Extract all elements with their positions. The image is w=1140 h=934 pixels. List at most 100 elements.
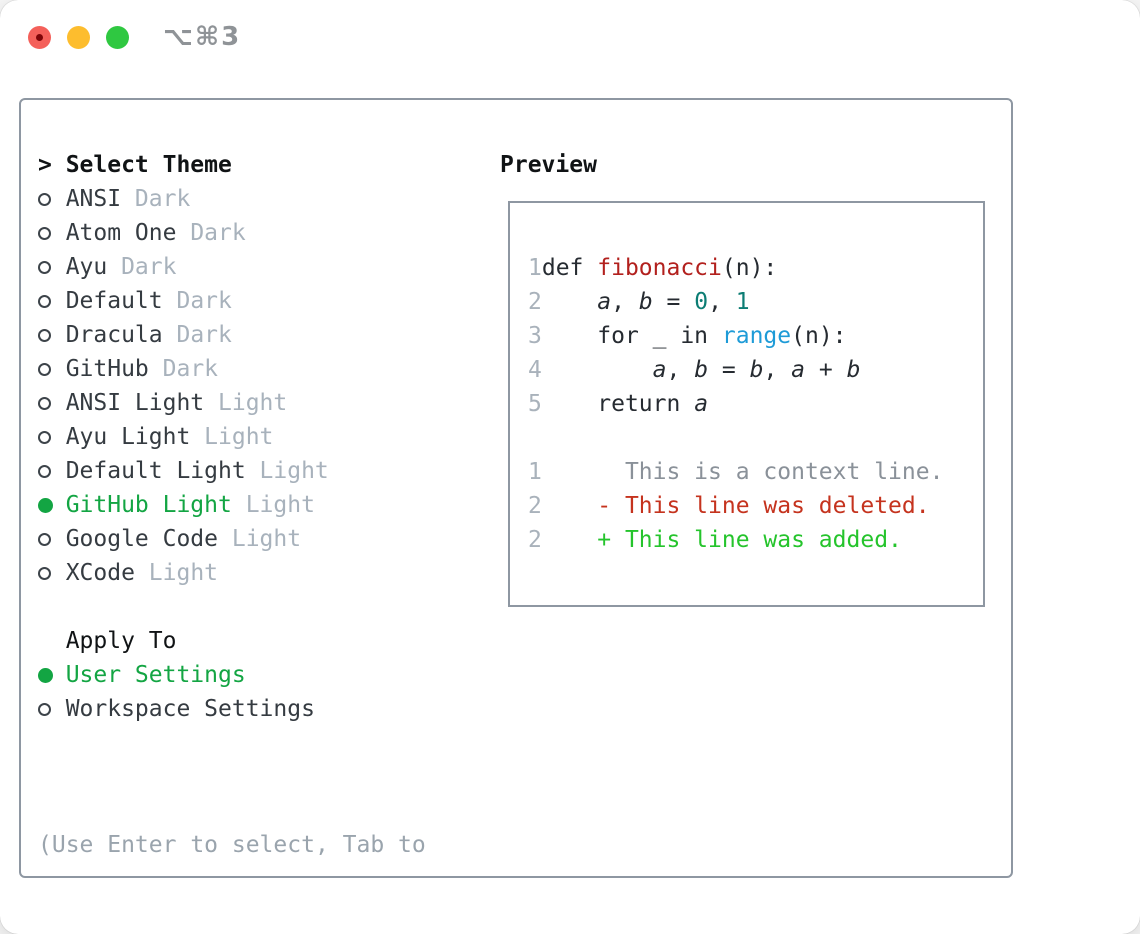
theme-option[interactable]: GitHub Dark [38, 352, 329, 386]
code-line-content: - This line was deleted. [541, 493, 930, 519]
apply-option[interactable]: Workspace Settings [38, 692, 315, 726]
apply-to-options: User Settings Workspace Settings [38, 658, 315, 726]
preview-title: Preview [500, 152, 597, 178]
apply-option[interactable]: User Settings [38, 658, 315, 692]
theme-variant-badge: Light [148, 560, 219, 586]
theme-name: Dracula [65, 322, 163, 348]
code-segment: 0 [694, 289, 709, 315]
zoom-button[interactable] [106, 26, 129, 49]
code-segment: , [666, 357, 695, 383]
preview-box: 1def fibonacci(n): 2 a, b = 0, 1 3 for _… [508, 201, 985, 607]
code-segment: return [541, 391, 695, 417]
theme-variant-badge: Dark [162, 356, 219, 382]
code-line-content: return a [542, 391, 708, 417]
theme-variant-badge: Dark [176, 322, 232, 348]
radio-icon [38, 260, 66, 274]
code-segment: range [721, 323, 792, 349]
code-segment: for _ in [541, 323, 722, 349]
line-number: 1 [528, 255, 542, 281]
theme-option[interactable]: GitHub Light Light [38, 488, 329, 522]
theme-list: ANSI Dark Atom One Dark Ayu Dark Default… [38, 182, 329, 590]
code-line: 2 a, b = 0, 1 [528, 285, 943, 319]
theme-variant-badge: Light [259, 458, 329, 484]
code-line-content: def fibonacci(n): [542, 255, 777, 281]
code-segment: a [791, 357, 806, 383]
theme-variant-badge: Dark [190, 220, 246, 246]
apply-to-header: Apply To [65, 628, 177, 654]
apply-to-section: Apply To User Settings Workspace Setting… [38, 624, 315, 726]
radio-icon [38, 464, 66, 478]
radio-icon [38, 192, 66, 206]
hint-line-2: change focus) [38, 930, 426, 934]
code-line: 1def fibonacci(n): [528, 251, 943, 285]
code-segment: b [638, 289, 653, 315]
code-line: 2 - This line was deleted. [528, 489, 943, 523]
theme-name: GitHub Light [65, 492, 232, 518]
code-segment: + This line was added. [541, 527, 902, 553]
line-number: 3 [528, 323, 542, 349]
theme-option[interactable]: Default Dark [38, 284, 329, 318]
code-line [528, 421, 943, 455]
line-number: 2 [528, 527, 542, 553]
code-line: 2 + This line was added. [528, 523, 943, 557]
code-line: 3 for _ in range(n): [528, 319, 943, 353]
radio-icon [38, 294, 66, 308]
code-line-content: This is a context line. [542, 459, 944, 485]
line-number: 2 [528, 289, 542, 315]
theme-variant-badge: Light [218, 390, 288, 416]
radio-icon [38, 702, 66, 716]
prompt-arrow-icon: > [38, 152, 52, 178]
code-segment: , [708, 289, 736, 315]
theme-name: ANSI Light [65, 390, 205, 416]
code-segment: b [846, 357, 861, 383]
theme-variant-badge: Light [204, 424, 274, 450]
theme-option[interactable]: ANSI Light Light [38, 386, 329, 420]
theme-name: Default [65, 288, 163, 314]
hint-line-1: (Use Enter to select, Tab to [38, 832, 426, 858]
radio-icon [38, 667, 66, 683]
code-segment: fibonacci [597, 255, 722, 281]
select-theme-header: >Select Theme [38, 148, 232, 182]
theme-option[interactable]: ANSI Dark [38, 182, 329, 216]
line-number: 1 [528, 459, 542, 485]
theme-name: Ayu [65, 254, 108, 280]
code-segment: b [694, 357, 709, 383]
theme-variant-badge: Dark [176, 288, 232, 314]
theme-variant-badge: Light [245, 492, 315, 518]
theme-variant-badge: Light [231, 526, 302, 552]
theme-option[interactable]: Ayu Dark [38, 250, 329, 284]
code-segment: (n): [791, 323, 847, 349]
code-segment: - This line was deleted. [541, 493, 930, 519]
code-segment: + [805, 357, 847, 383]
code-segment: This is a context line. [541, 459, 944, 485]
code-segment: a [694, 391, 709, 417]
theme-option[interactable]: Default Light Light [38, 454, 329, 488]
theme-name: Ayu Light [65, 424, 191, 450]
theme-option[interactable]: Ayu Light Light [38, 420, 329, 454]
radio-icon [38, 328, 66, 342]
minimize-button[interactable] [67, 26, 90, 49]
code-segment: (n): [721, 255, 778, 281]
code-segment: , [611, 289, 639, 315]
code-line-content: for _ in range(n): [541, 323, 847, 349]
theme-option[interactable]: Atom One Dark [38, 216, 329, 250]
code-segment: a [597, 289, 612, 315]
theme-option[interactable]: XCode Light [38, 556, 329, 590]
close-button[interactable] [28, 26, 51, 49]
code-line: 5 return a [528, 387, 943, 421]
radio-icon [38, 532, 66, 546]
radio-icon [38, 362, 66, 376]
code-segment: a [652, 357, 667, 383]
theme-option[interactable]: Google Code Light [38, 522, 329, 556]
code-segment: , [763, 357, 792, 383]
code-segment: b [749, 357, 764, 383]
theme-variant-badge: Dark [134, 186, 191, 212]
code-line-content: a, b = 0, 1 [542, 289, 749, 315]
code-segment [542, 357, 653, 383]
close-button-dot [36, 34, 43, 41]
theme-name: Google Code [65, 526, 219, 552]
radio-icon [38, 566, 66, 580]
theme-name: GitHub [65, 356, 149, 382]
theme-option[interactable]: Dracula Dark [38, 318, 329, 352]
